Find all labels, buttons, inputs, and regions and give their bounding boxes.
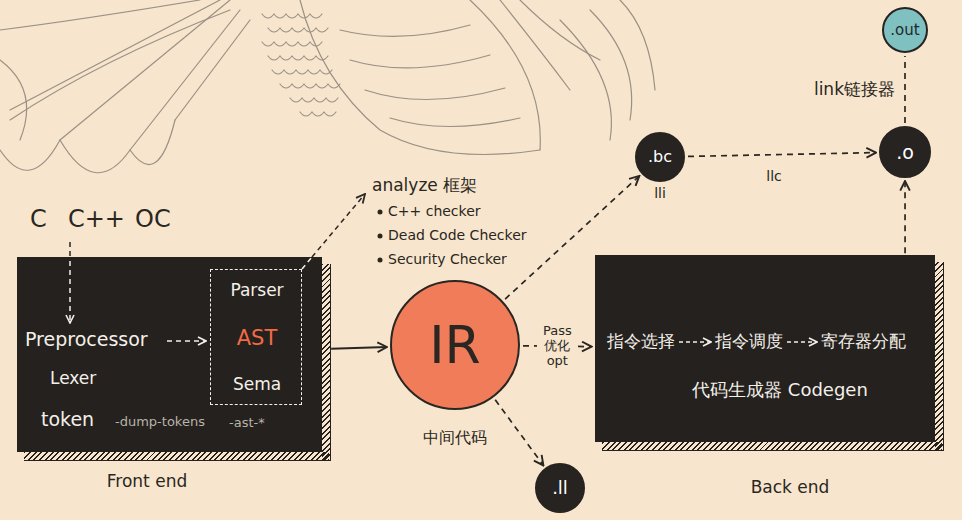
box-text: -dump-tokens [115, 414, 205, 430]
backend-box: 指令选择指令调度寄存器分配代码生成器 CodegenBack end [595, 255, 935, 442]
box-text: Parser [230, 280, 283, 300]
language-label: C++ [68, 205, 125, 234]
file-circle: .o [879, 126, 931, 178]
box-text: .ll [552, 477, 568, 499]
box-text: IR [429, 314, 480, 376]
box-text: .out [890, 21, 919, 39]
checker-item: C++ checker [388, 203, 481, 220]
flow-arrow [331, 347, 387, 349]
box-text: Lexer [50, 368, 96, 388]
box-text: 代码生成器 Codegen [692, 379, 868, 401]
box-text: token [41, 408, 94, 431]
box-heading: Front end [107, 471, 187, 491]
dashed-arrow [688, 153, 876, 157]
frontend-box: PreprocessorLexer token -dump-tokens -ast-*… [17, 257, 322, 452]
box-text: AST [237, 326, 278, 351]
dashed-arrow [904, 56, 906, 123]
box-text: 指令调度 [715, 331, 783, 351]
box-heading: Back end [751, 477, 830, 497]
checker-item: Dead Code Checker [388, 227, 527, 244]
box-text: .o [896, 141, 914, 164]
box-text: 指令选择 [607, 331, 675, 351]
backend-arrows [595, 255, 596, 256]
edge-label: Pass 优化 opt [537, 324, 577, 369]
box-text: .bc [648, 147, 672, 166]
box-heading: 中间代码 [423, 428, 487, 447]
language-label: OC [135, 205, 171, 234]
frontend-arrows [17, 257, 18, 258]
edge-label: link链接器 [814, 80, 895, 100]
ir-circle: IR中间代码 [390, 280, 520, 410]
framework-label: analyze 框架 [372, 175, 477, 195]
edge-label: llc [766, 168, 781, 184]
checker-item: Security Checker [388, 251, 507, 268]
box-text: 寄存器分配 [821, 331, 906, 351]
box-text: -ast-* [229, 415, 265, 431]
dashed-arrow [495, 400, 543, 466]
output-circle: .out [882, 7, 928, 53]
box-text: Preprocessor [25, 328, 148, 351]
file-circle: .bc [635, 132, 685, 182]
file-circle: .ll [535, 463, 585, 513]
dashed-arrow [904, 181, 906, 253]
box-text: Sema [233, 374, 281, 394]
language-label: C [30, 205, 47, 234]
tool-label: lli [654, 185, 666, 202]
parser-group: ParserAST Sema [210, 269, 302, 405]
